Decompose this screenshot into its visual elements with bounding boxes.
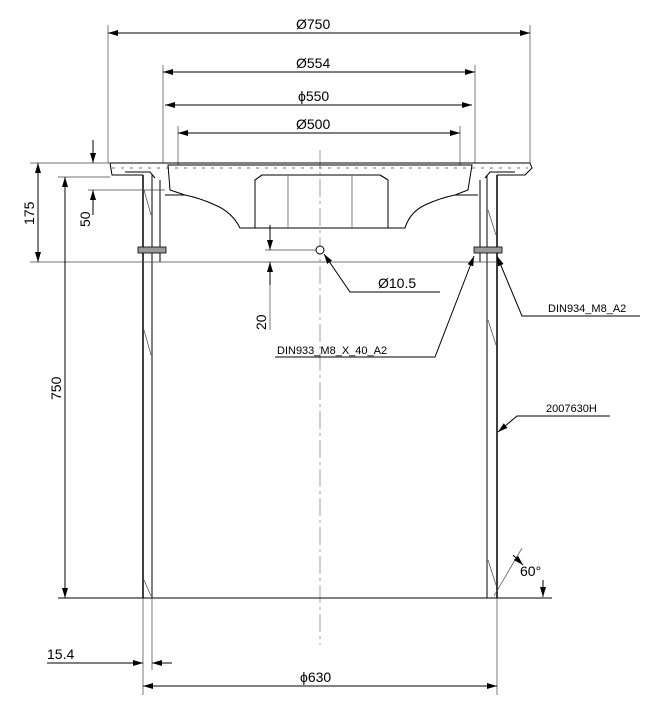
dim-d630: ϕ630 — [143, 669, 497, 689]
bolt-right — [473, 246, 503, 254]
dim-d630-label: ϕ630 — [300, 669, 331, 685]
dim-d554: Ø554 — [162, 55, 476, 163]
dim-wall-label: 15.4 — [47, 646, 74, 662]
dim-h175-label: 175 — [21, 201, 37, 225]
dim-wall: 15.4 — [47, 646, 172, 666]
callout-bolt-label: DIN933_M8_X_40_A2 — [277, 345, 387, 357]
dim-d550: ϕ550 — [165, 88, 472, 108]
pipe-body — [142, 175, 498, 598]
dim-h50-label: 50 — [77, 211, 93, 227]
callout-nut-label: DIN934_M8_A2 — [548, 303, 626, 315]
dim-angle-label: 60° — [520, 563, 541, 579]
dim-h50: 50 — [77, 140, 165, 227]
cover-grate — [165, 164, 478, 229]
dim-d750: Ø750 — [107, 16, 531, 163]
dim-d500-label: Ø500 — [296, 116, 330, 132]
dim-d500: Ø500 — [177, 116, 461, 165]
frame-flange — [109, 162, 533, 179]
dim-h20-label: 20 — [253, 314, 269, 330]
dim-d554-label: Ø554 — [296, 55, 330, 71]
callout-pipe: 2007630H — [497, 403, 610, 433]
dim-hole-label: Ø10.5 — [378, 275, 416, 291]
bolt-left — [137, 246, 167, 254]
dim-h20: 20 — [253, 225, 273, 330]
dim-d750-label: Ø750 — [296, 16, 330, 32]
dim-d550-label: ϕ550 — [298, 88, 329, 104]
callout-nut: DIN934_M8_A2 — [496, 255, 640, 317]
dim-h750: 750 — [48, 176, 110, 598]
dim-h175: 175 — [21, 163, 41, 262]
callout-pipe-label: 2007630H — [546, 403, 597, 415]
dim-h750-label: 750 — [48, 376, 64, 400]
dim-hole: Ø10.5 — [265, 245, 440, 293]
dim-angle: 60° — [493, 547, 546, 597]
callout-bolt: DIN933_M8_X_40_A2 — [275, 255, 475, 358]
